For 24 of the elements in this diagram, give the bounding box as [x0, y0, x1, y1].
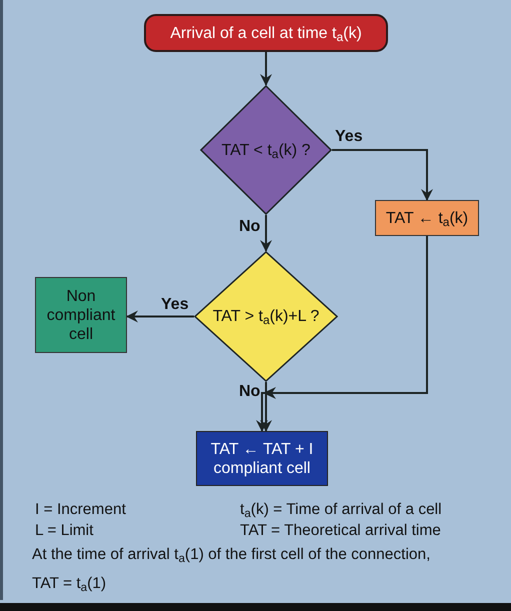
- decision-diamond: [194, 251, 338, 382]
- process-box: [375, 200, 479, 236]
- node-text: TAT < t$_{a}$(k) ?: [220, 140, 312, 160]
- process-box: [35, 277, 127, 353]
- process-box: [196, 431, 328, 486]
- node-text: TAT ← TAT + I: [210, 440, 314, 458]
- node-text: Arrival of a cell at time t$_{a}$(k): [169, 24, 363, 42]
- start-terminal: [144, 14, 388, 52]
- note-text: TAT = Theoretical arrival time: [240, 521, 441, 541]
- arrow: [332, 149, 433, 201]
- note-text: L = Limit: [35, 521, 94, 541]
- node-text: compliant cell: [212, 458, 312, 478]
- arrow: [260, 215, 272, 252]
- node-text: TAT ← t$_{a}$(k): [384, 208, 470, 228]
- decision-diamond: [200, 85, 332, 215]
- note-text: I = Increment: [35, 500, 126, 520]
- arrow: [260, 382, 272, 432]
- arrow: [126, 310, 194, 322]
- note-text: At the time of arrival t$_{a}$(1) of the first cell of the connection, TAT = t$_{a}$(1): [32, 545, 432, 596]
- node-text: Non compliant cell: [46, 286, 116, 344]
- arrow: [260, 52, 272, 86]
- note-text: t$_{a}$(k) = Time of arrival of a cell: [240, 500, 442, 522]
- arrow: [256, 236, 428, 432]
- node-text: TAT > t$_{a}$(k)+L ?: [212, 307, 320, 326]
